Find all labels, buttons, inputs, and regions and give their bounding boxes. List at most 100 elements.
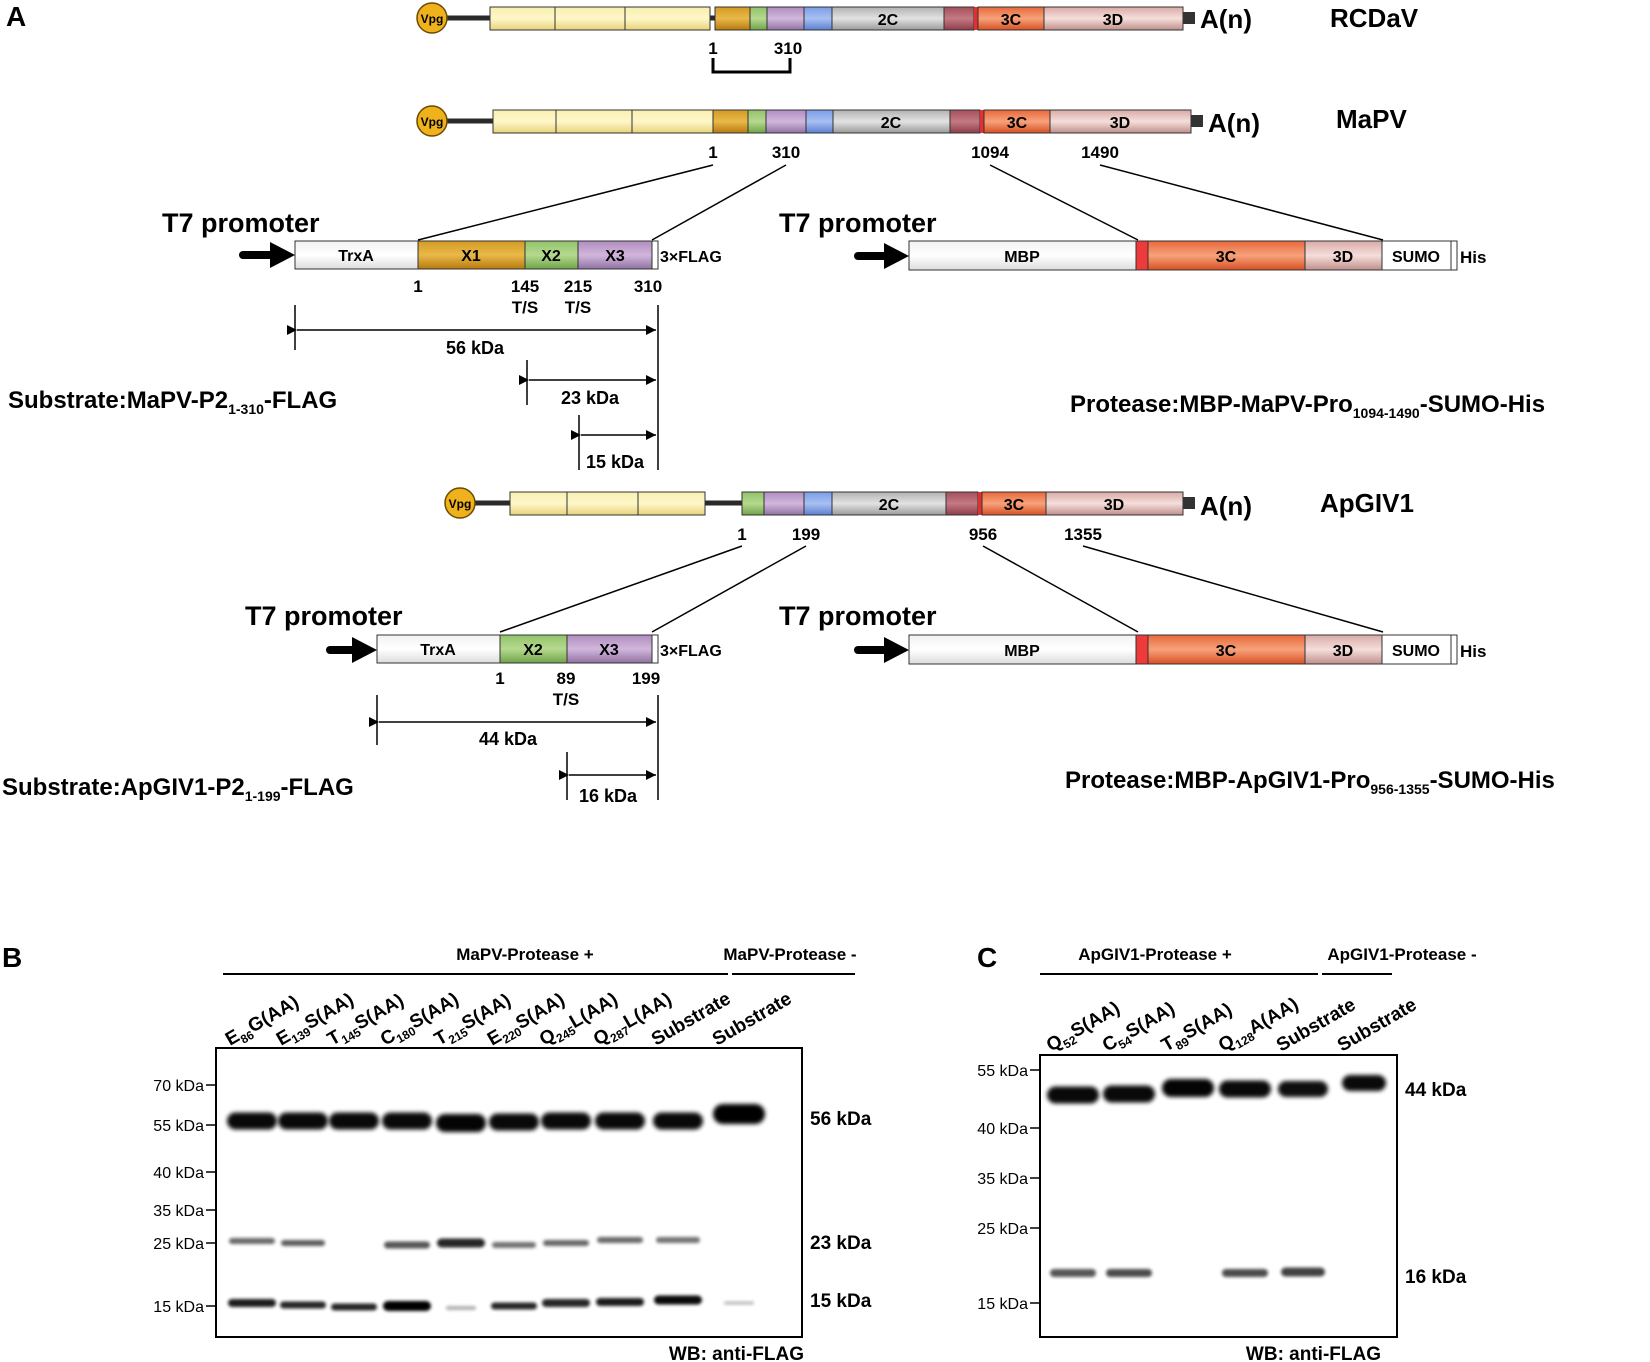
segment-3d-label: 3D <box>1333 643 1353 660</box>
blot-b-band-label-23: 23 kDa <box>810 1233 872 1254</box>
segment-3d-label: 3D <box>1103 12 1123 29</box>
mapv-name: MaPV <box>1336 104 1407 134</box>
blot-b-ladder-label: 40 kDa <box>153 1165 204 1182</box>
size-arrows-apgiv1 <box>369 695 659 800</box>
blot-b-band <box>382 1112 432 1130</box>
apgiv1-projection-lines <box>499 545 1384 633</box>
panel-b-label: B <box>2 942 22 973</box>
blot-b-band <box>541 1112 591 1130</box>
trxa-label: TrxA <box>338 248 374 265</box>
mapv-substrate-construct: TrxA X1 X2 X3 <box>294 240 659 270</box>
blot-c-band <box>1281 1267 1325 1277</box>
blot-b-band <box>229 1238 275 1244</box>
cleavage-ts-label: T/S <box>553 690 579 709</box>
blot-c-ladder-label: 40 kDa <box>977 1121 1028 1138</box>
segment-2c-label: 2C <box>879 497 900 514</box>
panel-a-label: A <box>6 1 26 32</box>
blot-b-ladder-label: 25 kDa <box>153 1236 204 1253</box>
x2-label: X2 <box>541 248 561 265</box>
blot-c-band-label-16: 16 kDa <box>1405 1267 1467 1288</box>
blot-b-band-label-15: 15 kDa <box>810 1291 872 1312</box>
sub-pos-199: 199 <box>632 669 660 688</box>
blot-c-band <box>1162 1079 1214 1097</box>
blot-b-band <box>656 1237 700 1243</box>
size-44kda: 44 kDa <box>479 729 538 749</box>
apgiv1-pos-1: 1 <box>737 525 746 544</box>
blot-c-ladder-label: 25 kDa <box>977 1221 1028 1238</box>
blot-b-ladder-label: 15 kDa <box>153 1299 204 1316</box>
sub-pos-1: 1 <box>413 277 422 296</box>
blot-c-ladder-label: 55 kDa <box>977 1063 1028 1080</box>
blot-b-band <box>543 1240 589 1246</box>
blot-b-band <box>595 1112 645 1130</box>
t7-arrow-icon <box>239 242 295 268</box>
panel-c-label: C <box>977 942 997 973</box>
blot-c-ladder: 55 kDa 40 kDa 35 kDa 25 kDa 15 kDa <box>977 1063 1040 1313</box>
blot-b-band <box>228 1299 276 1307</box>
sub-pos-310: 310 <box>634 277 662 296</box>
mapv-pos-1: 1 <box>708 143 717 162</box>
blot-c-header-minus: ApGIV1-Protease - <box>1327 945 1476 964</box>
blot-c-band-label-44: 44 kDa <box>1405 1080 1467 1101</box>
blot-b-band <box>446 1306 476 1310</box>
mbp-label: MBP <box>1004 249 1040 266</box>
blot-c-membrane <box>1039 1054 1398 1338</box>
blot-b-band <box>437 1238 485 1248</box>
blot-c-band <box>1106 1269 1152 1277</box>
blot-c-bands <box>1047 1075 1386 1277</box>
blot-c-band <box>1103 1085 1155 1103</box>
blot-c-band <box>1342 1075 1386 1091</box>
his-label: His <box>1460 248 1486 267</box>
cleavage-ts-label: T/S <box>565 298 591 317</box>
mapv-pos-1094: 1094 <box>971 143 1009 162</box>
blot-b-band <box>597 1237 643 1243</box>
sumo-label: SUMO <box>1392 643 1440 660</box>
blot-b-band <box>436 1114 486 1132</box>
segment-3c-label: 3C <box>1216 249 1237 266</box>
apgiv1-protease-construct: MBP 3C 3D SUMO <box>908 634 1458 665</box>
size-23kda: 23 kDa <box>561 388 620 408</box>
t7-arrow-icon <box>854 637 909 663</box>
vpg-label: Vpg <box>449 497 472 511</box>
blot-b-band <box>227 1112 277 1130</box>
flag-label: 3×FLAG <box>660 249 722 266</box>
rcdav-pos-310: 310 <box>774 39 802 58</box>
mapv-pos-1490: 1490 <box>1081 143 1119 162</box>
blot-b-band <box>281 1240 325 1246</box>
segment-3d-label: 3D <box>1333 249 1353 266</box>
flag-label: 3×FLAG <box>660 643 722 660</box>
x2-label: X2 <box>523 642 543 659</box>
sub-pos-1: 1 <box>495 669 504 688</box>
blot-c-ladder-label: 35 kDa <box>977 1171 1028 1188</box>
blot-c-wb-label: WB: anti-FLAG <box>1246 1344 1381 1362</box>
segment-2c-label: 2C <box>878 12 899 29</box>
blot-b-band <box>724 1301 754 1305</box>
blot-b-band <box>653 1112 703 1130</box>
blot-c-band <box>1219 1080 1271 1098</box>
blot-b-band <box>489 1113 539 1131</box>
blot-b-band <box>492 1242 536 1248</box>
t7-promoter-label: T7 promoter <box>245 601 403 631</box>
apgiv1-pos-1355: 1355 <box>1064 525 1102 544</box>
blot-c-header-plus: ApGIV1-Protease + <box>1078 945 1232 964</box>
blot-b-band <box>596 1298 644 1306</box>
x3-label: X3 <box>599 642 619 659</box>
blot-c-ladder-label: 15 kDa <box>977 1296 1028 1313</box>
blot-b-band <box>331 1303 377 1311</box>
apgiv1-polya: A(n) <box>1200 491 1252 521</box>
blot-b-ladder-label: 35 kDa <box>153 1203 204 1220</box>
blot-b-band <box>491 1302 537 1310</box>
segment-3d-label: 3D <box>1104 497 1124 514</box>
segment-3c-label: 3C <box>1001 12 1022 29</box>
blot-b-band <box>713 1104 765 1124</box>
blot-b-band-label-56: 56 kDa <box>810 1109 872 1130</box>
blot-c-band <box>1047 1086 1099 1104</box>
rcdav-genome: Vpg 2C 3C 3D <box>416 2 1195 34</box>
apgiv1-pos-956: 956 <box>969 525 997 544</box>
x1-label: X1 <box>461 248 481 265</box>
sub-pos-215: 215 <box>564 277 592 296</box>
apgiv1-substrate-construct: TrxA X2 X3 <box>376 634 659 664</box>
rcdav-bracket <box>711 58 792 74</box>
blot-b-membrane <box>215 1047 803 1338</box>
